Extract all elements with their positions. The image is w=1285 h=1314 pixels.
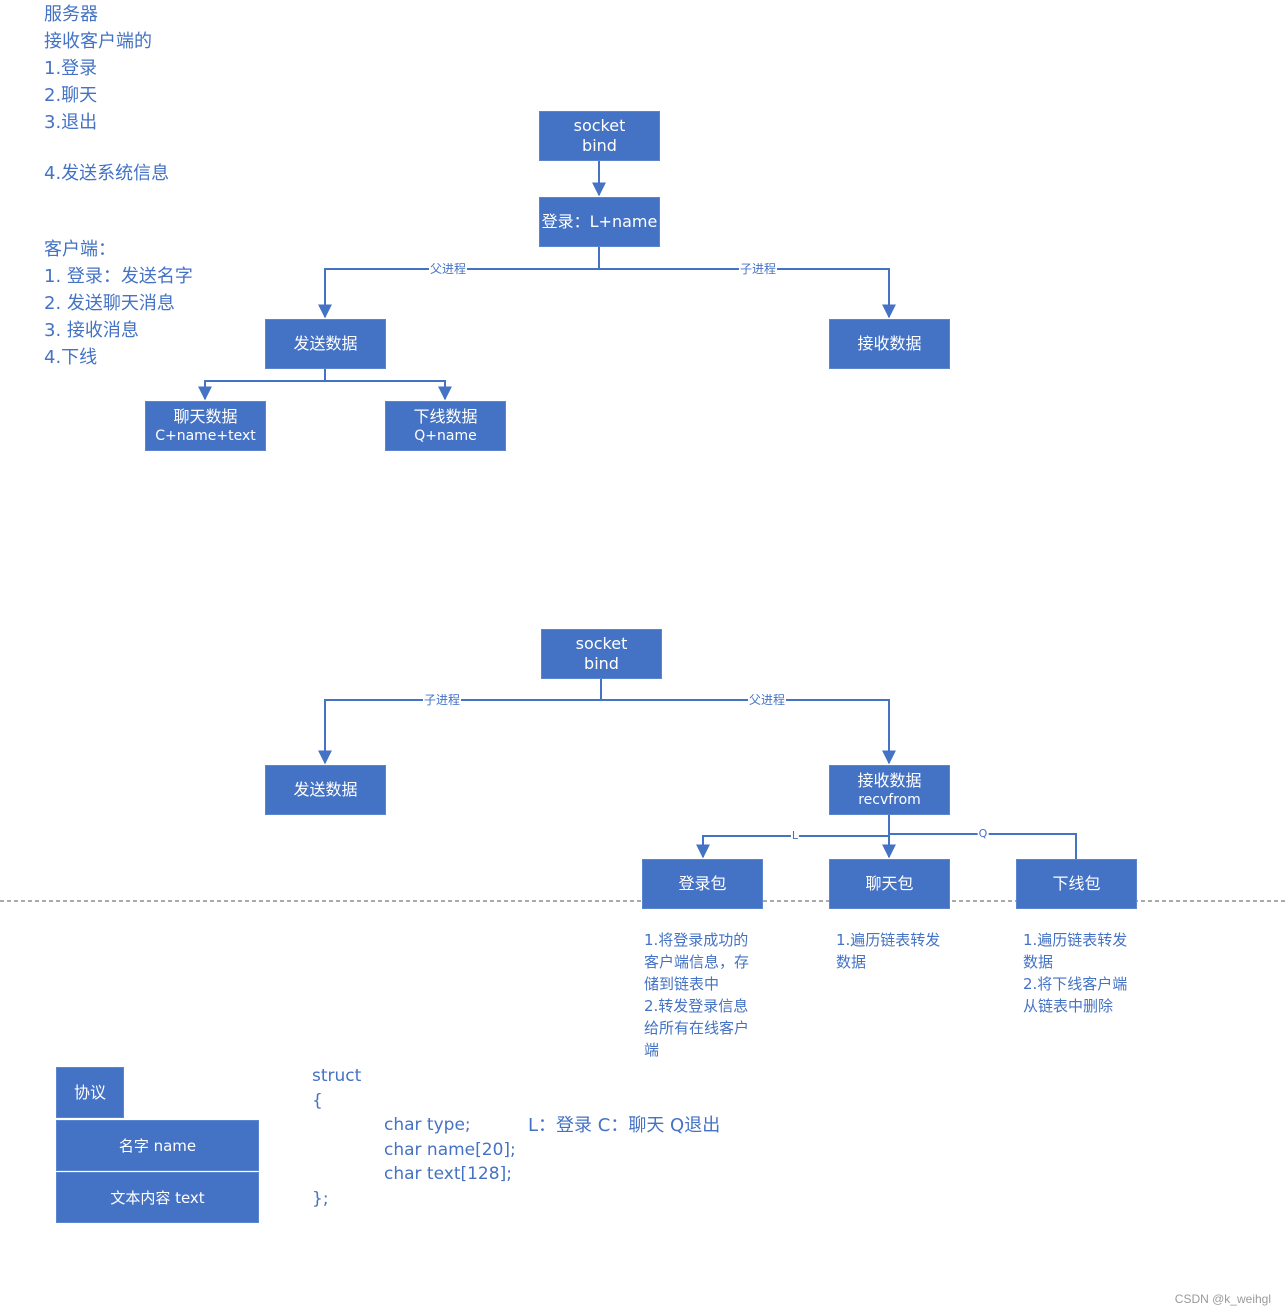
line-recv-to-offline-pkg xyxy=(889,833,1077,859)
client-chat-box: 聊天数据 C+name+text xyxy=(145,401,266,451)
box-line: 协议 xyxy=(73,1082,106,1102)
note-line: 4.发送系统信息 xyxy=(44,163,170,184)
desc-line: 2.将下线客户端 xyxy=(1023,975,1128,993)
protocol-name-field: 名字 name xyxy=(56,1120,259,1171)
edge-label-l: L xyxy=(790,829,800,843)
box-line: 接收数据 xyxy=(857,770,922,790)
desc-line: 1.将登录成功的 xyxy=(644,931,749,949)
box-line: 发送数据 xyxy=(293,334,358,353)
login-packet-description: 1.将登录成功的 客户端信息，存 储到链表中 2.转发登录信息 给所有在线客户 … xyxy=(644,929,774,1061)
client-notes: 客户端： 1. 登录：发送名字 2. 发送聊天消息 3. 接收消息 4.下线 xyxy=(44,236,193,371)
struct-code: struct { char type; char name[20]; char … xyxy=(312,1064,516,1211)
code-line: char name[20]; xyxy=(384,1139,516,1160)
box-line: recvfrom xyxy=(858,791,921,808)
box-line: socket xyxy=(573,116,626,135)
note-line: 2. 发送聊天消息 xyxy=(44,293,175,314)
box-line: 登录包 xyxy=(678,874,727,893)
note-line: 4.下线 xyxy=(44,347,98,368)
edge-label-child: 子进程 xyxy=(738,262,778,276)
desc-line: 储到链表中 xyxy=(644,975,720,993)
box-line: 聊天包 xyxy=(865,874,914,893)
desc-line: 1.遍历链表转发 xyxy=(836,931,941,949)
box-line: 名字 name xyxy=(118,1136,197,1155)
edge-label-parent: 父进程 xyxy=(747,693,787,707)
box-line: bind xyxy=(584,654,619,673)
edge-label-q: Q xyxy=(977,827,989,841)
box-line: 文本内容 text xyxy=(110,1188,205,1207)
box-line: bind xyxy=(582,136,617,155)
desc-line: 数据 xyxy=(1023,953,1054,971)
arrow-login-to-send xyxy=(318,247,600,319)
server-send-box: 发送数据 xyxy=(265,765,386,815)
box-line: 发送数据 xyxy=(293,780,358,799)
note-line: 服务器 xyxy=(44,4,98,25)
box-line: socket xyxy=(575,634,628,653)
desc-line: 从链表中删除 xyxy=(1023,997,1114,1015)
edge-label-parent: 父进程 xyxy=(428,262,468,276)
arrow-socket-to-recv-server xyxy=(601,699,896,765)
code-line: char type; xyxy=(384,1115,471,1135)
note-line: 客户端： xyxy=(44,239,116,260)
protocol-text-field: 文本内容 text xyxy=(56,1172,259,1223)
watermark: CSDN @k_weihgl xyxy=(1174,1292,1271,1306)
client-login-box: 登录：L+name xyxy=(539,197,660,247)
code-line: char text[128]; xyxy=(384,1164,512,1184)
code-line: struct xyxy=(312,1066,362,1086)
type-comment: L：登录 C：聊天 Q退出 xyxy=(528,1115,721,1136)
login-packet-box: 登录包 xyxy=(642,859,763,909)
edge-label-child: 子进程 xyxy=(422,693,462,707)
box-line: 登录：L+name xyxy=(541,212,658,231)
arrow-send-to-offline xyxy=(325,380,452,401)
code-line: { xyxy=(312,1090,323,1111)
client-recv-box: 接收数据 xyxy=(829,319,950,369)
chat-packet-description: 1.遍历链表转发 数据 xyxy=(836,929,966,973)
offline-packet-box: 下线包 xyxy=(1016,859,1137,909)
desc-line: 2.转发登录信息 xyxy=(644,997,749,1015)
box-line: C+name+text xyxy=(155,427,256,444)
protocol-title-box: 协议 xyxy=(56,1067,124,1118)
client-socket-box: socket bind xyxy=(539,111,660,161)
desc-line: 数据 xyxy=(836,953,867,971)
server-notes: 服务器 接收客户端的 1.登录 2.聊天 3.退出 4.发送系统信息 xyxy=(44,1,169,187)
chat-packet-box: 聊天包 xyxy=(829,859,950,909)
desc-line: 客户端信息，存 xyxy=(644,953,750,971)
desc-line: 给所有在线客户 xyxy=(644,1019,750,1037)
box-line: 下线数据 xyxy=(413,406,478,426)
server-recv-box: 接收数据 recvfrom xyxy=(829,765,950,815)
box-line: Q+name xyxy=(414,427,477,444)
arrow-socket-to-send-server xyxy=(318,679,602,765)
note-line: 3.退出 xyxy=(44,112,98,133)
box-line: 下线包 xyxy=(1052,874,1101,893)
note-line: 1.登录 xyxy=(44,58,98,79)
note-line: 1. 登录：发送名字 xyxy=(44,266,193,287)
client-send-box: 发送数据 xyxy=(265,319,386,369)
arrow-login-to-recv xyxy=(599,268,896,319)
desc-line: 1.遍历链表转发 xyxy=(1023,931,1128,949)
desc-line: 端 xyxy=(644,1041,660,1059)
arrow-send-to-chat xyxy=(198,369,326,401)
box-line: 聊天数据 xyxy=(173,406,238,426)
offline-packet-description: 1.遍历链表转发 数据 2.将下线客户端 从链表中删除 xyxy=(1023,929,1153,1017)
code-line: }; xyxy=(312,1188,329,1209)
note-line: 接收客户端的 xyxy=(44,31,152,52)
note-line: 2.聊天 xyxy=(44,85,98,106)
server-socket-box: socket bind xyxy=(541,629,662,679)
client-offline-box: 下线数据 Q+name xyxy=(385,401,506,451)
box-line: 接收数据 xyxy=(857,334,922,353)
note-line: 3. 接收消息 xyxy=(44,320,139,341)
